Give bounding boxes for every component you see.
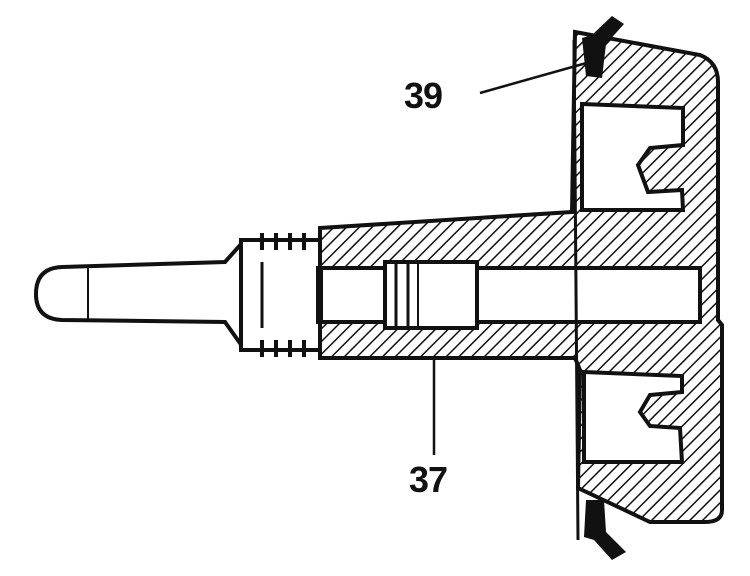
lower-seal: [584, 500, 626, 560]
hatched-body: [316, 29, 724, 524]
upper-seal: [582, 16, 624, 78]
piston: [383, 260, 479, 330]
callout-37: 37: [409, 459, 448, 500]
threaded-collar: [239, 238, 323, 352]
leader-line-39: [479, 60, 591, 95]
callout-39: 39: [404, 75, 443, 116]
thread-teeth: [260, 233, 306, 357]
flange-face: [572, 39, 580, 541]
pin-tip: [33, 237, 244, 353]
